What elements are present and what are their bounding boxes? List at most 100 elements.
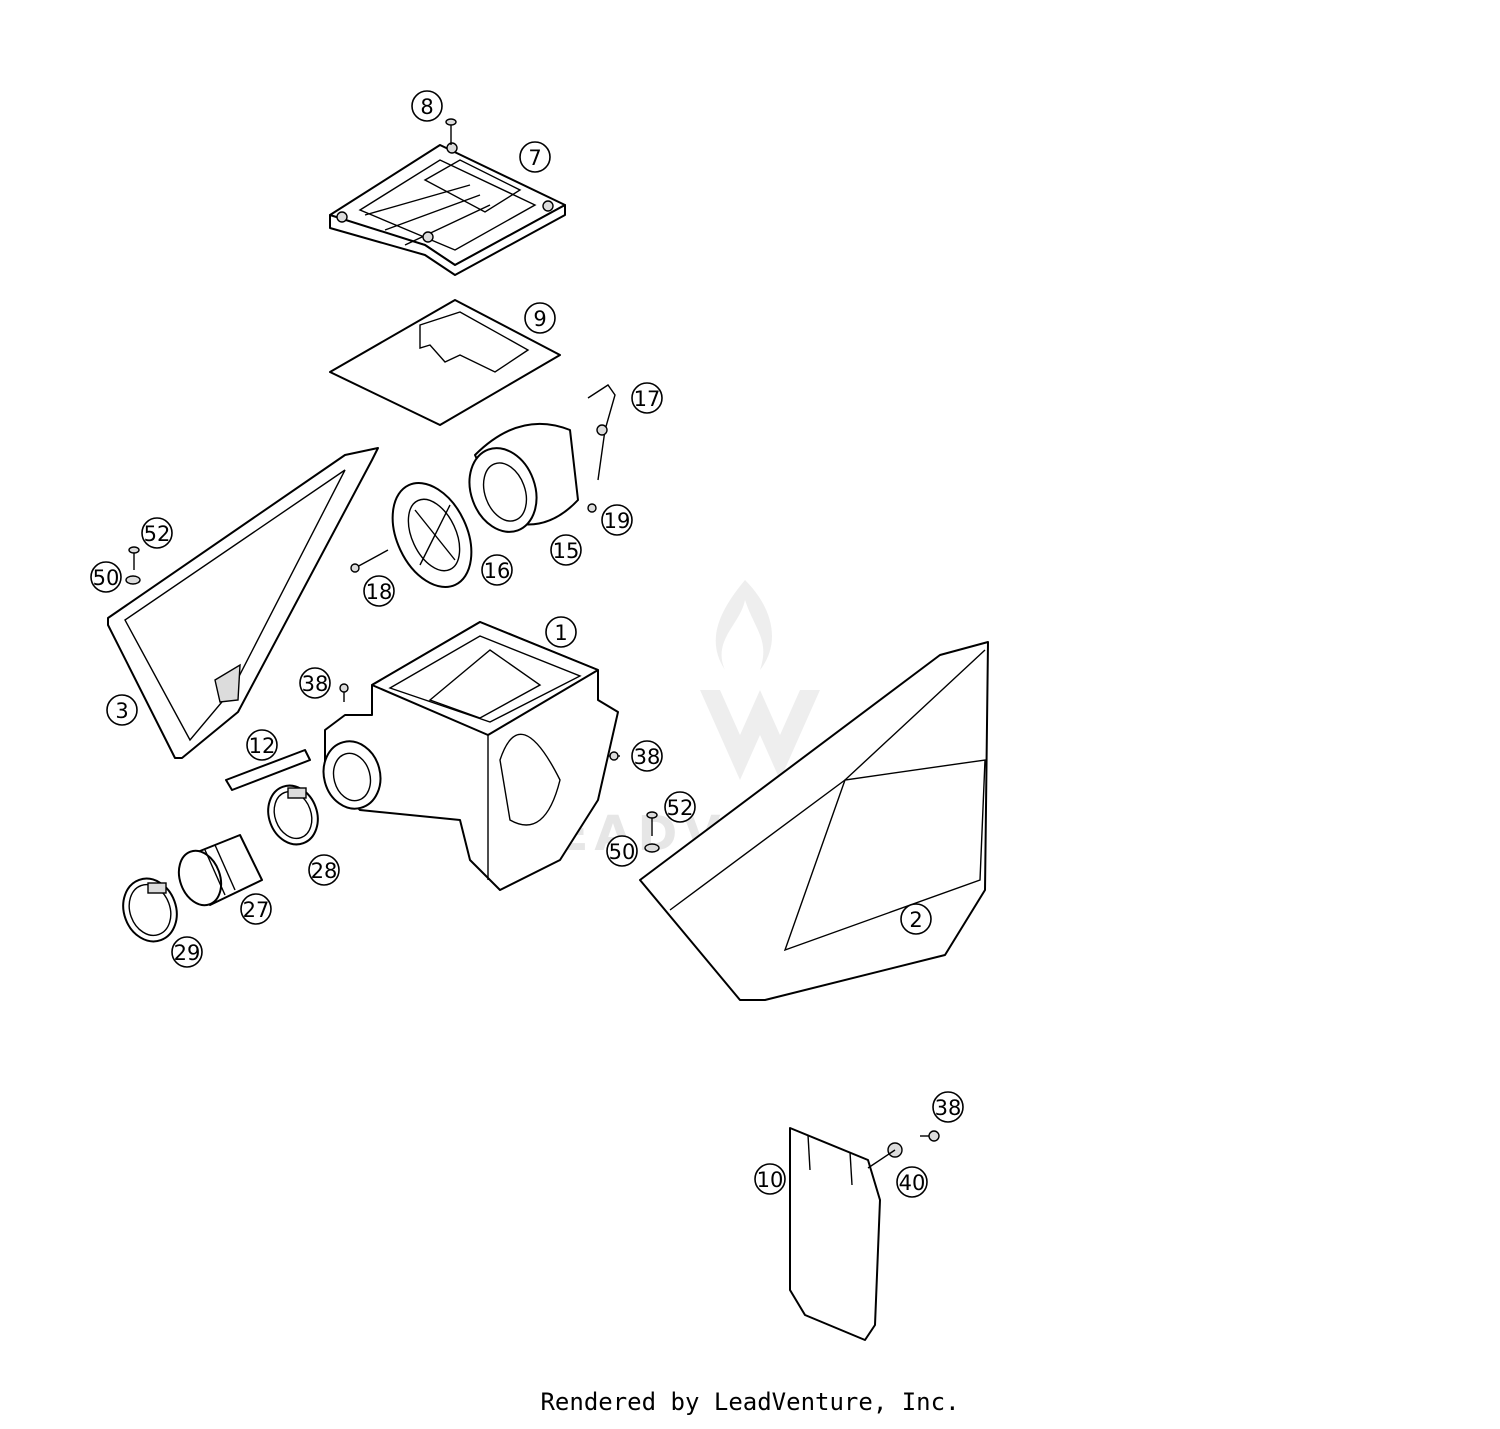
side-cover-left-part-3 [107, 447, 379, 759]
callout-label: 52 [144, 522, 171, 546]
callout-50: 50 [90, 561, 122, 593]
callout-27: 27 [240, 893, 272, 925]
callout-52: 52 [664, 791, 696, 823]
callout-circle [545, 616, 577, 648]
callout-label: 7 [528, 146, 541, 170]
callout-label: 52 [667, 796, 694, 820]
clamp-part-29 [122, 877, 178, 943]
callout-29: 29 [171, 936, 203, 968]
screw-part-52-right [646, 811, 658, 836]
callout-label: 27 [243, 898, 270, 922]
mud-flap-part-10 [789, 1127, 881, 1341]
side-cover-right-part-2 [639, 641, 989, 1001]
callout-circle [524, 302, 556, 334]
air-filter-part-15 [468, 422, 579, 533]
callout-circle [246, 729, 278, 761]
callout-circle [896, 1166, 928, 1198]
airbox-part-1 [322, 621, 619, 891]
callout-18: 18 [363, 575, 395, 607]
callout-circle [90, 561, 122, 593]
callout-circle [299, 667, 331, 699]
screw-part-52-left [128, 546, 140, 570]
callout-label: 9 [533, 307, 546, 331]
callout-15: 15 [550, 534, 582, 566]
callout-50: 50 [606, 835, 638, 867]
callout-label: 16 [484, 559, 511, 583]
intake-boot-part-27 [177, 834, 263, 907]
callout-circle [900, 903, 932, 935]
callout-circle [363, 575, 395, 607]
gasket-part-9 [329, 299, 561, 426]
callout-17: 17 [631, 382, 663, 414]
callout-19: 19 [601, 504, 633, 536]
callout-circle [519, 141, 551, 173]
callout-9: 9 [524, 302, 556, 334]
callout-label: 15 [553, 539, 580, 563]
screw-part-8 [445, 118, 457, 145]
callout-40: 40 [896, 1166, 928, 1198]
airbox-cover-part-7 [329, 142, 566, 276]
callout-circle [240, 893, 272, 925]
callout-16: 16 [481, 554, 513, 586]
callout-circle [481, 554, 513, 586]
callout-38: 38 [631, 740, 663, 772]
washer-part-50-right [644, 843, 660, 853]
callout-label: 38 [935, 1096, 962, 1120]
callout-7: 7 [519, 141, 551, 173]
callout-label: 10 [757, 1168, 784, 1192]
callout-label: 8 [420, 95, 433, 119]
callout-layer: 8 7 9 17 19 15 16 18 52 50 3 1 38 12 38 52 50 28 27 29 2 38 10… [90, 90, 964, 1198]
filter-cage-part-16 [391, 482, 473, 588]
callout-circle [631, 382, 663, 414]
callout-circle [550, 534, 582, 566]
callout-circle [411, 90, 443, 122]
callout-label: 17 [634, 387, 661, 411]
callout-circle [106, 694, 138, 726]
callout-2: 2 [900, 903, 932, 935]
callout-3: 3 [106, 694, 138, 726]
hose-part-12 [225, 749, 311, 791]
callout-label: 38 [302, 672, 329, 696]
callout-label: 50 [609, 840, 636, 864]
callout-label: 28 [311, 859, 338, 883]
callout-circle [631, 740, 663, 772]
washer-part-50-left [125, 575, 141, 585]
wire-clip-part-17 [587, 384, 616, 481]
callout-circle [606, 835, 638, 867]
callout-label: 18 [366, 580, 393, 604]
leader-line-40 [867, 1149, 896, 1169]
callout-28: 28 [308, 854, 340, 886]
callout-circle [171, 936, 203, 968]
callout-10: 10 [754, 1163, 786, 1195]
callout-circle [601, 504, 633, 536]
callout-label: 38 [634, 745, 661, 769]
callout-38: 38 [299, 667, 331, 699]
pin-part-18 [350, 549, 389, 573]
callout-label: 19 [604, 509, 631, 533]
screw-part-38-top [339, 683, 349, 702]
callout-label: 29 [174, 941, 201, 965]
watermark-logo [700, 580, 820, 780]
callout-circle [754, 1163, 786, 1195]
callout-1: 1 [545, 616, 577, 648]
callout-label: 12 [249, 734, 276, 758]
callout-circle [308, 854, 340, 886]
callout-circle [932, 1091, 964, 1123]
callout-52: 52 [141, 517, 173, 549]
callout-label: 50 [93, 566, 120, 590]
callout-label: 1 [554, 621, 567, 645]
callout-12: 12 [246, 729, 278, 761]
callout-8: 8 [411, 90, 443, 122]
screw-part-38-side [608, 751, 620, 761]
render-credit: Rendered by LeadVenture, Inc. [540, 1388, 960, 1416]
callout-label: 2 [909, 908, 922, 932]
callout-38: 38 [932, 1091, 964, 1123]
callout-label: 40 [899, 1171, 926, 1195]
callout-label: 3 [115, 699, 128, 723]
clamp-part-28 [267, 784, 319, 846]
screw-part-38-bottom [920, 1130, 940, 1142]
callout-circle [141, 517, 173, 549]
callout-circle [664, 791, 696, 823]
washer-part-19 [587, 503, 597, 513]
